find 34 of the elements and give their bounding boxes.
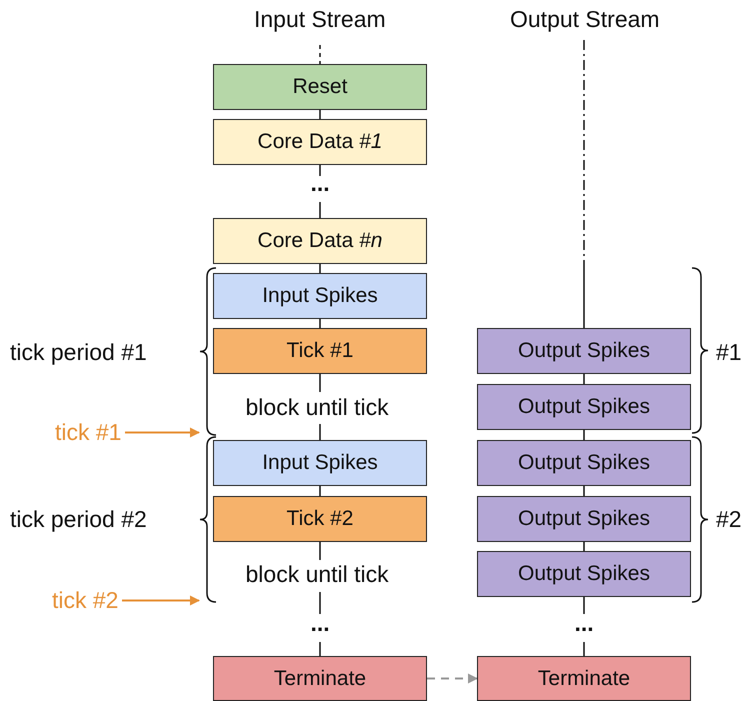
- stream-title: Input Stream: [254, 8, 386, 31]
- terminate-box: Terminate: [477, 656, 691, 701]
- input-box: Input Spikes: [213, 273, 427, 319]
- tick-marker-label: tick #2: [52, 589, 118, 612]
- wait-note: block until tick: [246, 563, 389, 586]
- ellipsis: ...: [574, 612, 594, 635]
- curly-brace: [692, 436, 709, 603]
- output-box: Output Spikes: [477, 384, 691, 430]
- reset-box: Reset: [213, 64, 427, 110]
- stream-title: Output Stream: [510, 8, 660, 31]
- tick-box: Tick #1: [213, 328, 427, 374]
- curly-brace: [692, 267, 709, 434]
- tick-period-label: tick period #1: [10, 341, 147, 364]
- curly-brace: [199, 436, 216, 603]
- arrow: [125, 428, 200, 438]
- wait-note: block until tick: [246, 396, 389, 419]
- curly-brace: [199, 267, 216, 436]
- tick-marker-label: tick #1: [55, 421, 122, 444]
- input-box: Input Spikes: [213, 440, 427, 486]
- brace-label: #2: [716, 508, 742, 531]
- arrow: [122, 596, 200, 606]
- tick-period-label: tick period #2: [10, 508, 147, 531]
- ellipsis: ...: [310, 172, 330, 195]
- terminate-box: Terminate: [213, 656, 427, 701]
- output-box: Output Spikes: [477, 496, 691, 542]
- output-box: Output Spikes: [477, 328, 691, 374]
- output-box: Output Spikes: [477, 440, 691, 486]
- ellipsis: ...: [310, 612, 330, 635]
- arrow: [427, 674, 478, 684]
- data-box: Core Data #n: [213, 218, 427, 264]
- output-box: Output Spikes: [477, 551, 691, 597]
- tick-box: Tick #2: [213, 496, 427, 542]
- data-box: Core Data #1: [213, 119, 427, 165]
- brace-label: #1: [716, 341, 742, 364]
